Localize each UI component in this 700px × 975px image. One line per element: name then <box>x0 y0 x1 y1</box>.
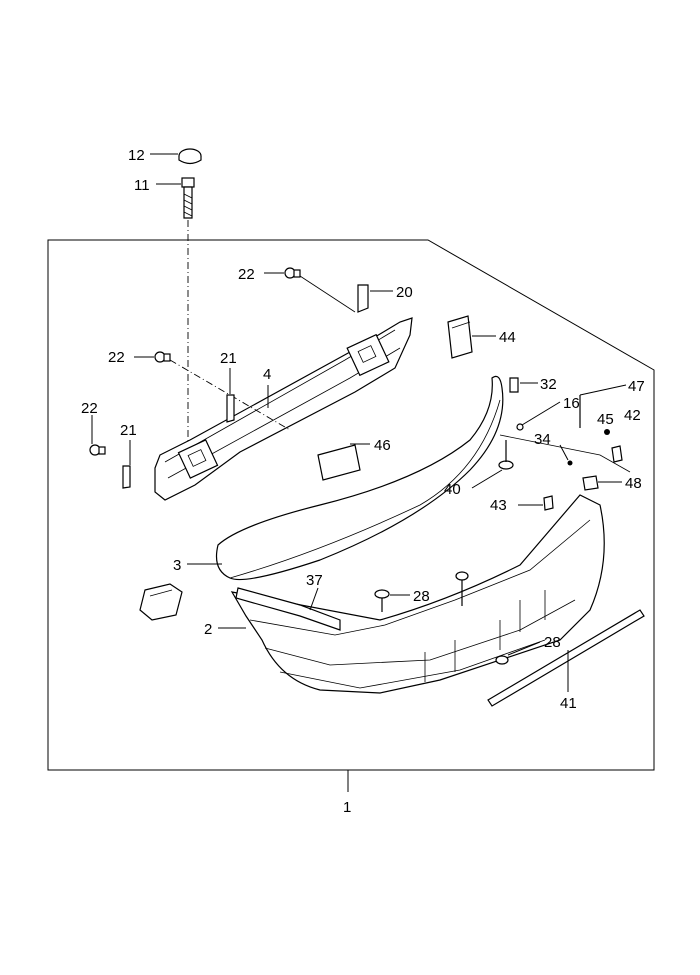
callout-22: 22 <box>81 400 98 417</box>
part-22-screw-lower <box>89 415 106 456</box>
part-28-clip-lower <box>495 641 541 665</box>
assembly-frame <box>47 239 655 771</box>
part-46-pad <box>317 443 370 481</box>
callout-32: 32 <box>540 376 557 393</box>
part-48-bracket <box>582 475 622 491</box>
part-41-molding <box>487 609 645 707</box>
part-2-bumper-fascia <box>218 494 605 694</box>
callout-40: 40 <box>444 481 461 498</box>
part-40-bolt <box>471 440 514 489</box>
part-28-clip-upper <box>374 589 410 612</box>
part-20-bracket <box>357 284 393 313</box>
callout-34: 34 <box>534 431 551 448</box>
callout-12: 12 <box>128 147 145 164</box>
part-16-screw <box>516 401 561 431</box>
part-32-clip <box>509 377 538 393</box>
callout-11: 11 <box>134 177 150 194</box>
part-47-rod <box>579 384 627 428</box>
callout-28: 28 <box>413 588 430 605</box>
callout-44: 44 <box>499 329 516 346</box>
callout-48: 48 <box>625 475 642 492</box>
callout-21: 21 <box>220 350 237 367</box>
callout-4: 4 <box>263 366 271 383</box>
callout-22: 22 <box>108 349 125 366</box>
part-42-clip <box>611 445 623 463</box>
callout-22: 22 <box>238 266 255 283</box>
callout-47: 47 <box>628 378 645 395</box>
part-22-screw-middle <box>134 351 291 431</box>
callout-21: 21 <box>120 422 137 439</box>
part-12-cap <box>150 148 202 165</box>
callout-46: 46 <box>374 437 391 454</box>
callout-1: 1 <box>343 799 351 816</box>
callout-2: 2 <box>204 621 212 638</box>
callout-43: 43 <box>490 497 507 514</box>
part-37-strip <box>235 587 341 631</box>
callout-41: 41 <box>560 695 577 712</box>
part-11-bolt <box>156 177 195 219</box>
callout-28: 28 <box>544 634 561 651</box>
side-spacer-block <box>139 583 183 621</box>
callout-20: 20 <box>396 284 413 301</box>
part-3-bumper-absorber <box>187 375 504 581</box>
callout-37: 37 <box>306 572 323 589</box>
part-21-bracket-lower <box>122 440 131 489</box>
callout-3: 3 <box>173 557 181 574</box>
callout-16: 16 <box>563 395 580 412</box>
fascia-clip <box>455 571 469 606</box>
part-44-energy-absorber <box>447 315 496 359</box>
part-21-bracket-upper <box>226 368 235 423</box>
part-43-bracket <box>518 495 554 511</box>
callout-45: 45 <box>597 411 614 428</box>
part-45-nut <box>604 429 610 435</box>
part-4-impact-beam <box>154 317 413 501</box>
part-22-screw-top <box>264 267 356 313</box>
part-34-bracket <box>499 434 631 473</box>
callout-42: 42 <box>624 407 641 424</box>
